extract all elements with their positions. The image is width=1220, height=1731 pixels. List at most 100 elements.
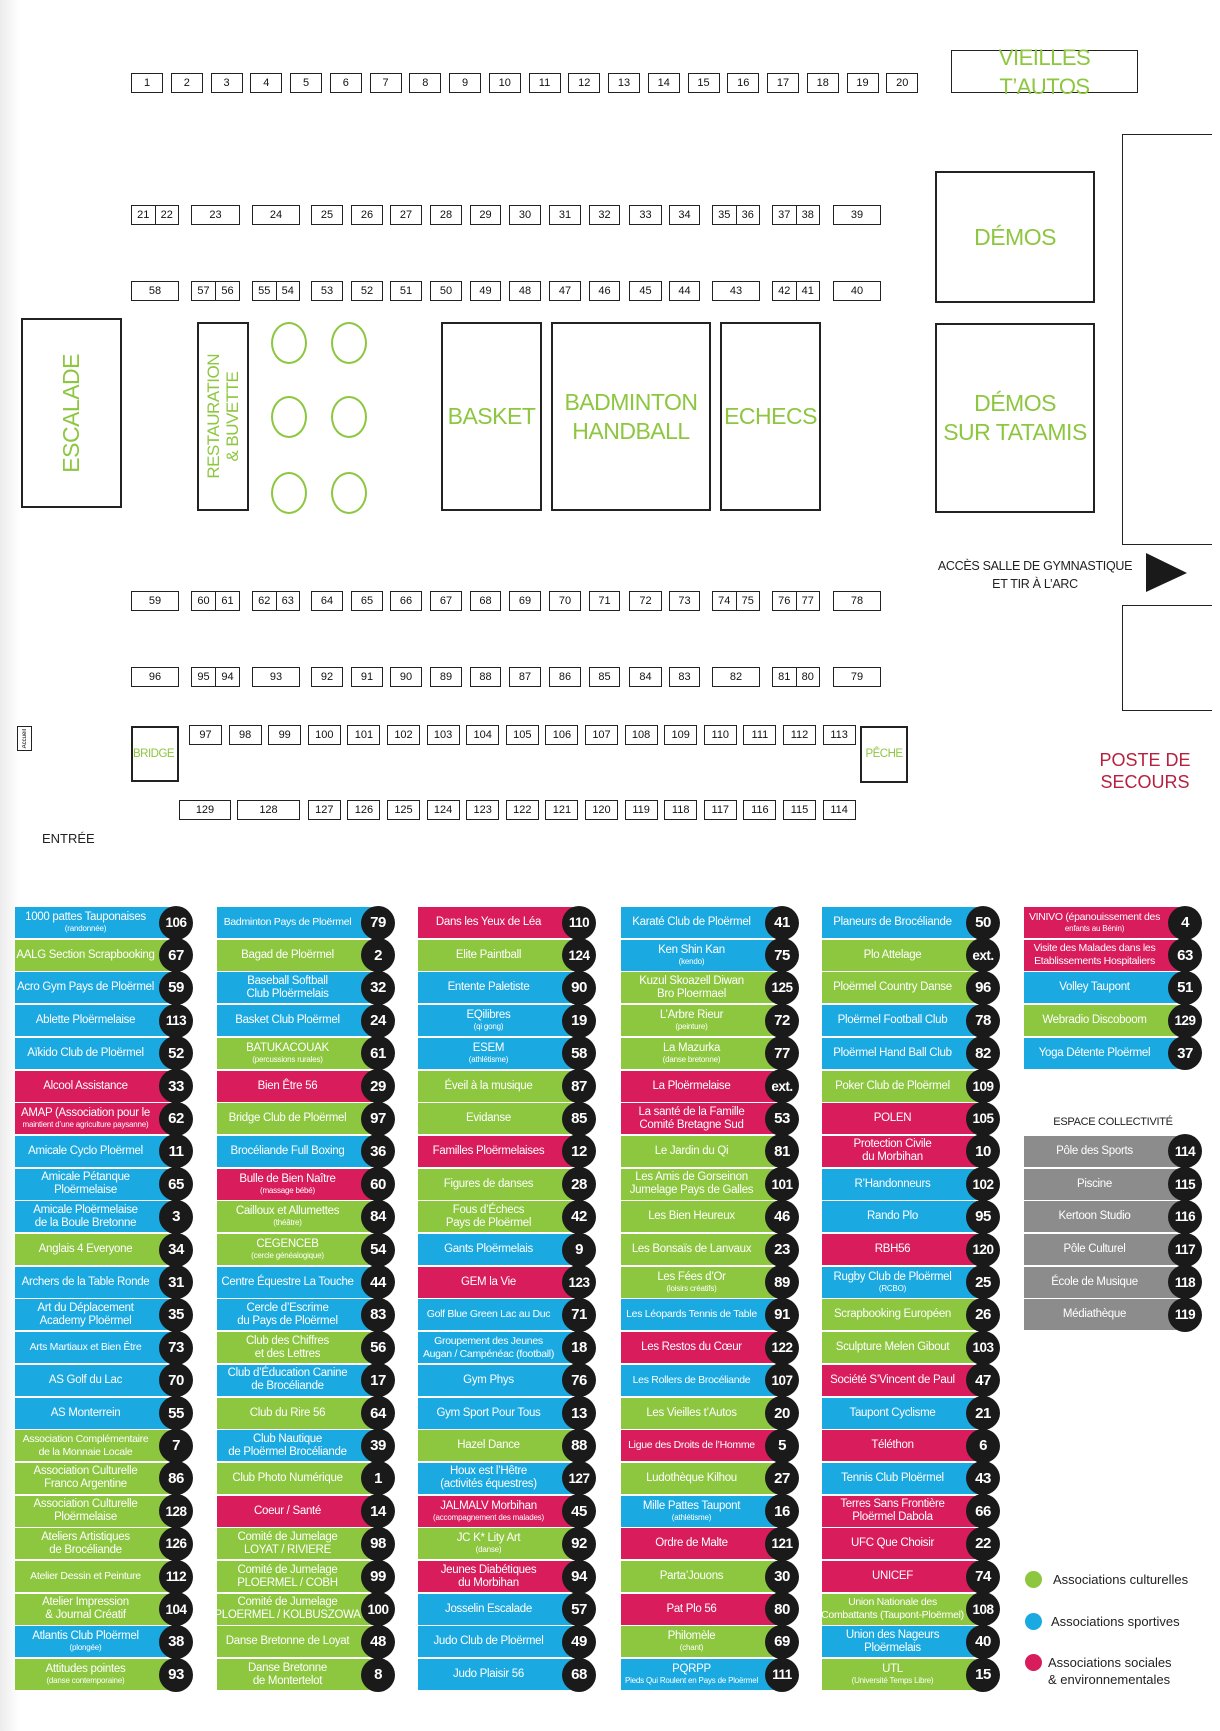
accueil-desk[interactable]: Accueil — [17, 726, 32, 751]
stall-86[interactable]: 86 — [549, 667, 581, 687]
stall-98[interactable]: 98 — [228, 725, 262, 745]
stall-12[interactable]: 12 — [568, 73, 601, 93]
stall-123[interactable]: 123 — [466, 800, 500, 820]
stall-107[interactable]: 107 — [585, 725, 618, 745]
stall-102[interactable]: 102 — [387, 725, 420, 745]
stall-116[interactable]: 116 — [743, 800, 777, 820]
association-row[interactable]: UTL(Université Temps Libre)15 — [822, 1657, 1000, 1692]
stall-103[interactable]: 103 — [426, 725, 460, 745]
stall-83[interactable]: 83 — [669, 667, 700, 687]
stall-66[interactable]: 66 — [390, 591, 422, 611]
stall-49[interactable]: 49 — [470, 281, 501, 301]
association-row[interactable]: Bulle de Bien Naître(massage bébé)60 — [217, 1167, 395, 1202]
stall-106[interactable]: 106 — [545, 725, 579, 745]
association-row[interactable]: Les Fées d’Or(loisirs créatifs)89 — [621, 1265, 799, 1300]
stall-44[interactable]: 44 — [669, 281, 700, 301]
stall-6[interactable]: 6 — [329, 73, 362, 93]
stall-110[interactable]: 110 — [703, 725, 737, 745]
stall-70[interactable]: 70 — [549, 591, 581, 611]
stall-17[interactable]: 17 — [767, 73, 799, 93]
stall-128[interactable]: 128 — [237, 800, 300, 820]
stall-68[interactable]: 68 — [470, 591, 501, 611]
stall-120[interactable]: 120 — [585, 800, 618, 820]
stall-59[interactable]: 59 — [131, 591, 179, 611]
association-row[interactable]: EQilibres(qi gong)19 — [418, 1003, 596, 1038]
stall-89[interactable]: 89 — [430, 667, 462, 687]
stall-18[interactable]: 18 — [806, 73, 839, 93]
stall-124[interactable]: 124 — [426, 800, 460, 820]
stall-82[interactable]: 82 — [712, 667, 760, 687]
association-row[interactable]: La Mazurka(danse bretonne)77 — [621, 1036, 799, 1071]
association-row[interactable]: Cailloux et Allumettes(théâtre)84 — [217, 1199, 395, 1234]
stall-3[interactable]: 3 — [210, 73, 243, 93]
stall-20[interactable]: 20 — [886, 73, 919, 93]
stall-65[interactable]: 65 — [351, 591, 383, 611]
zone-bridge[interactable]: BRIDGE — [131, 726, 179, 782]
stall-71[interactable]: 71 — [589, 591, 620, 611]
association-row[interactable]: Philomèle(chant)69 — [621, 1624, 799, 1659]
zone-peche[interactable]: PÊCHE — [860, 726, 908, 783]
stall-100[interactable]: 100 — [307, 725, 341, 745]
zone-restauration-buvette[interactable]: RESTAURATION& BUVETTE — [197, 322, 249, 511]
stall-122[interactable]: 122 — [505, 800, 539, 820]
stall-33[interactable]: 33 — [629, 205, 662, 225]
zone-basket[interactable]: BASKET — [441, 322, 542, 511]
stall-69[interactable]: 69 — [509, 591, 541, 611]
stall-97[interactable]: 97 — [189, 725, 222, 745]
association-row[interactable]: Attitudes pointes(danse contemporaine)93 — [15, 1657, 193, 1692]
stall-13[interactable]: 13 — [608, 73, 640, 93]
stall-34[interactable]: 34 — [669, 205, 700, 225]
stall-15[interactable]: 15 — [687, 73, 720, 93]
stall-4[interactable]: 4 — [250, 73, 283, 93]
stall-72[interactable]: 72 — [629, 591, 662, 611]
stall-26[interactable]: 26 — [351, 205, 383, 225]
stall-129[interactable]: 129 — [179, 800, 231, 820]
